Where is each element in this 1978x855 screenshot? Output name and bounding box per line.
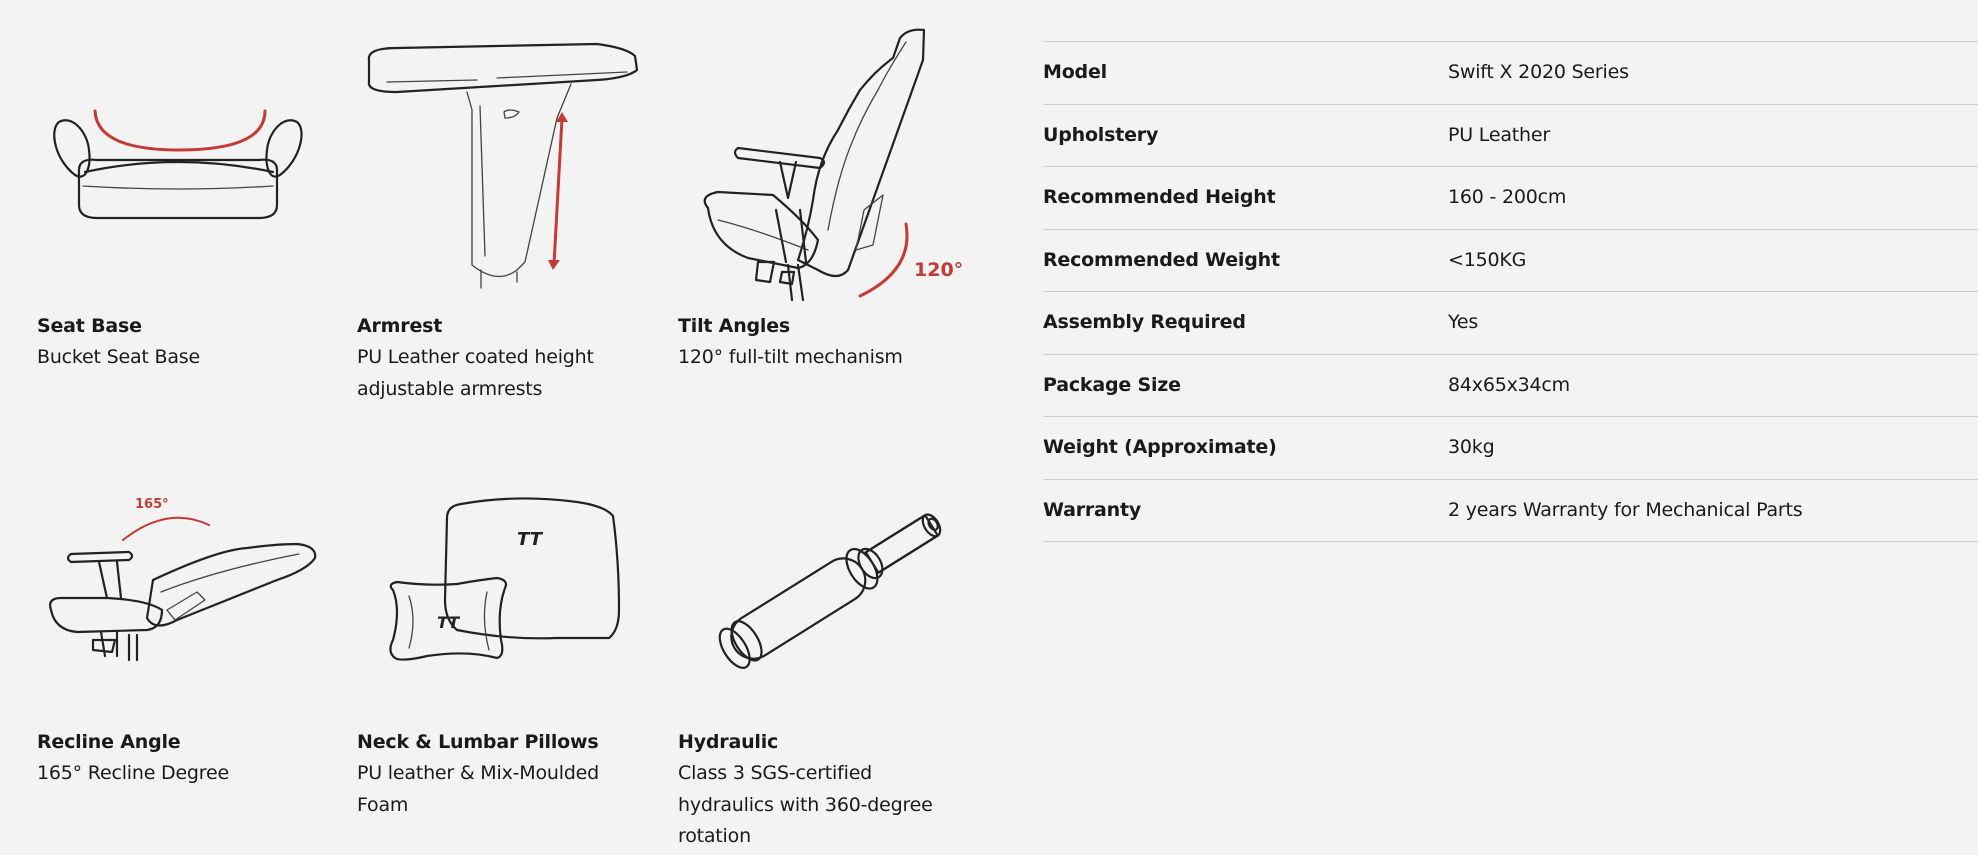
feature-title: Neck & Lumbar Pillows	[357, 731, 599, 753]
spec-row-recommended-weight: Recommended Weight <150KG	[1043, 228, 1978, 292]
pillows-icon: TT TT	[389, 497, 621, 661]
feature-title: Seat Base	[37, 315, 142, 337]
spec-label: Recommended Height	[1043, 186, 1276, 208]
spec-row-upholstery: Upholstery PU Leather	[1043, 103, 1978, 167]
spec-label: Weight (Approximate)	[1043, 436, 1277, 458]
recline-chair-icon: 165°	[49, 497, 317, 662]
spec-value: 84x65x34cm	[1448, 373, 1570, 396]
spec-value: PU Leather	[1448, 123, 1550, 146]
spec-label: Warranty	[1043, 498, 1142, 521]
spec-label: Package Size	[1043, 373, 1181, 396]
armrest-icon	[367, 42, 639, 289]
feature-description: 165° Recline Degree	[37, 762, 229, 784]
spec-value: 2 years Warranty for Mechanical Parts	[1448, 498, 1803, 521]
recline-angle-label: 165°	[135, 497, 169, 512]
specifications-table: Model Swift X 2020 Series Upholstery PU …	[1043, 41, 1978, 542]
spec-value: Swift X 2020 Series	[1448, 61, 1629, 83]
spec-value: Yes	[1448, 311, 1479, 333]
tilt-angle-label: 120°	[914, 259, 963, 281]
feature-description: PU Leather coated height adjustable armr…	[357, 346, 594, 400]
spec-label: Assembly Required	[1043, 311, 1246, 333]
feature-title: Hydraulic	[678, 731, 779, 753]
feature-description: Class 3 SGS-certified hydraulics with 36…	[678, 762, 933, 847]
feature-title: Tilt Angles	[678, 315, 791, 337]
spec-label: Upholstery	[1043, 123, 1159, 146]
spec-label: Model	[1043, 61, 1107, 83]
spec-value: 30kg	[1448, 436, 1495, 458]
spec-value: 160 - 200cm	[1448, 186, 1567, 208]
spec-row-weight: Weight (Approximate) 30kg	[1043, 416, 1978, 479]
feature-title: Armrest	[357, 315, 443, 337]
spec-row-package-size: Package Size 84x65x34cm	[1043, 353, 1978, 417]
feature-title: Recline Angle	[37, 731, 181, 753]
feature-description: 120° full-tilt mechanism	[678, 346, 903, 368]
hydraulic-cylinder-icon	[718, 513, 942, 669]
spec-row-model: Model Swift X 2020 Series	[1043, 41, 1978, 104]
pillow-logo: TT	[517, 529, 544, 550]
spec-label: Recommended Weight	[1043, 248, 1280, 271]
spec-row-assembly-required: Assembly Required Yes	[1043, 291, 1978, 354]
spec-row-warranty: Warranty 2 years Warranty for Mechanical…	[1043, 478, 1978, 542]
spec-value: <150KG	[1448, 248, 1527, 271]
spec-row-recommended-height: Recommended Height 160 - 200cm	[1043, 166, 1978, 229]
feature-description: PU leather & Mix-Moulded Foam	[357, 762, 600, 816]
feature-description: Bucket Seat Base	[37, 346, 200, 368]
tilt-chair-icon: 120°	[703, 28, 963, 302]
pillow-logo: TT	[437, 613, 460, 632]
bucket-seat-icon	[53, 109, 303, 220]
